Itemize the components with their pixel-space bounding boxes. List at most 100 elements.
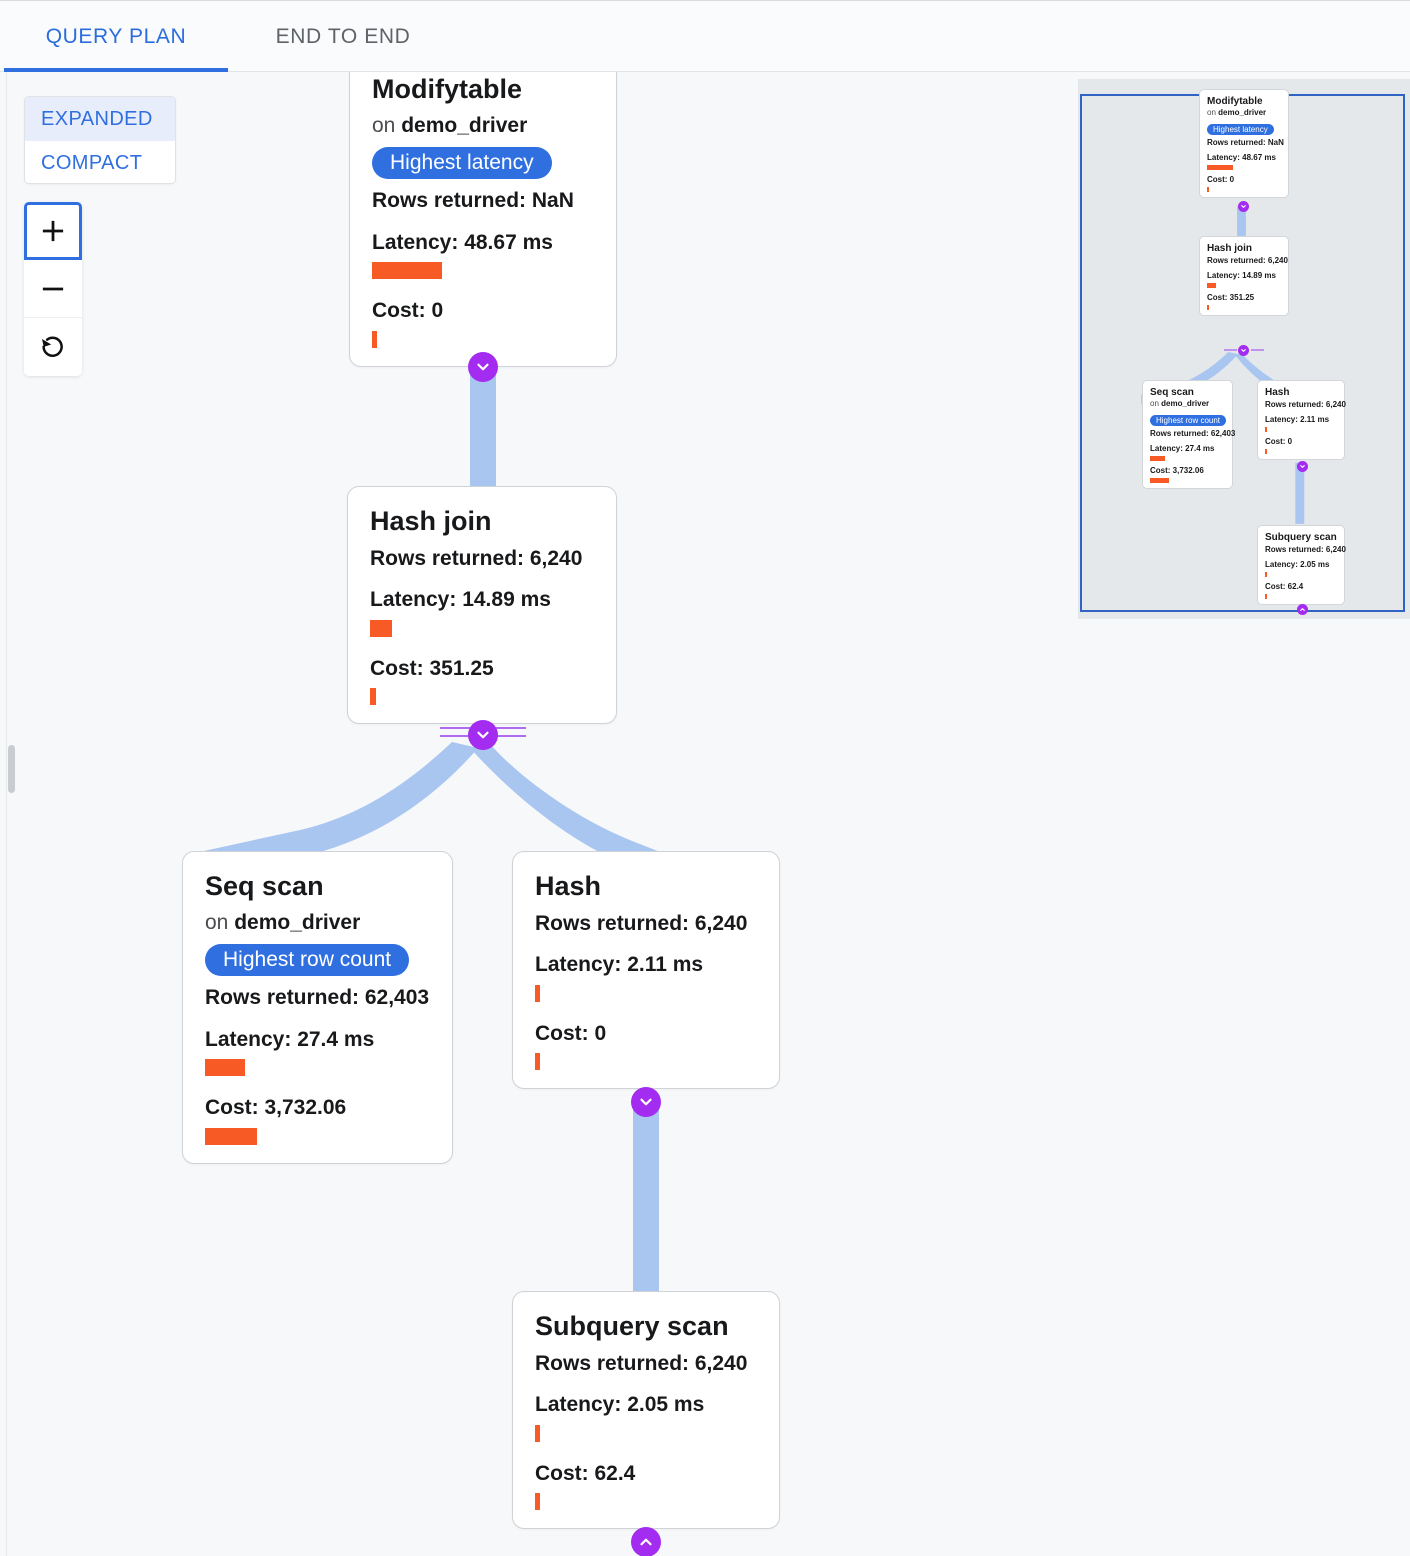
plan-node-hash-join[interactable]: Hash join Rows returned: 6,240 Latency: … [347,486,617,725]
minimap-node-title: Seq scan [1150,387,1194,398]
chevron-up-icon [640,1538,652,1546]
mode-expanded-button[interactable]: EXPANDED [25,97,175,141]
node-latency: Latency: 27.4 ms [205,1027,375,1051]
minimap-node-seq-scan[interactable]: Seq scan on demo_driver Highest row coun… [1142,380,1235,489]
node-relation-prefix: on [205,910,235,934]
plan-node-hash[interactable]: Hash Rows returned: 6,240 Latency: 2.11 … [512,851,780,1090]
chevron-up-icon [1300,608,1305,611]
latency-bar [372,262,442,280]
minimap-viewport-rect[interactable]: Modifytable on demo_driver Highest laten… [1080,89,1405,615]
minimap-relation-name: demo_driver [1218,108,1267,117]
plan-node-seq-scan[interactable]: Seq scan on demo_driver Highest row coun… [182,851,453,1164]
reset-view-button[interactable] [24,318,82,376]
minimap-latency: Latency: 27.4 ms [1150,443,1215,453]
minimap-latency-bar [1265,572,1267,577]
active-tab-indicator [4,68,228,72]
minimap-cost-bar [1265,449,1267,454]
minimap-rows: Rows returned: NaN [1207,137,1284,147]
minimap-relation-prefix: on [1150,399,1162,408]
node-latency: Latency: 48.67 ms [372,230,553,254]
node-rows-returned: Rows returned: 6,240 [370,546,583,570]
minimap-cost-bar [1150,477,1169,483]
node-rows-returned: Rows returned: NaN [372,189,574,213]
chevron-down-icon [1241,205,1246,208]
minimap-collapse-hash-join [1238,345,1249,356]
minimap-cost-bar [1207,305,1209,310]
node-title: Modifytable [372,74,523,104]
minimap-cost-bar [1265,594,1267,599]
collapse-toggle-hash-join[interactable] [468,720,498,750]
tab-bar: QUERY PLAN END TO END [0,0,1410,72]
cost-bar [370,688,376,706]
node-latency: Latency: 2.05 ms [535,1393,705,1417]
node-relation-name: demo_driver [401,113,528,137]
chevron-down-icon [1300,465,1305,468]
mode-compact-button[interactable]: COMPACT [25,141,175,183]
minimap-relation-prefix: on [1207,108,1219,117]
mini-edge-hash-subqueryscan [1295,462,1305,524]
node-title: Seq scan [205,871,324,901]
minimap-node-relation: on demo_driver [1150,399,1225,410]
minimap-badge-highest-latency: Highest latency [1207,123,1274,135]
chevron-down-icon [477,363,489,371]
tab-query-plan-label: QUERY PLAN [45,24,187,48]
minimap-node-hash-join[interactable]: Hash join Rows returned: 6,240 Latency: … [1199,236,1289,316]
cost-bar [205,1127,257,1145]
minimap-latency: Latency: 14.89 ms [1207,271,1276,280]
minimap-node-title: Hash join [1207,243,1253,254]
collapse-toggle-hash[interactable] [631,1087,661,1117]
vertical-scrollbar-thumb[interactable] [8,745,15,793]
node-relation: on demo_driver [205,908,430,938]
minus-icon [42,287,64,290]
node-title: Subquery scan [535,1311,729,1341]
latency-bar [205,1059,245,1077]
plus-icon [42,220,64,242]
collapse-toggle-subquery-scan[interactable] [631,1527,661,1556]
minimap-node-title: Hash [1265,387,1290,398]
canvas-left-divider [6,72,7,1556]
minimap-node-hash[interactable]: Hash Rows returned: 6,240 Latency: 2.11 … [1257,380,1346,460]
cost-bar [535,1493,540,1511]
minimap-latency-bar [1265,427,1267,432]
tab-query-plan[interactable]: QUERY PLAN [4,1,228,72]
minimap-latency: Latency: 2.11 ms [1265,415,1330,424]
tab-end-to-end-label: END TO END [275,24,411,48]
tab-end-to-end[interactable]: END TO END [228,1,458,72]
node-relation: on demo_driver [372,111,594,141]
minimap-node-subquery-scan[interactable]: Subquery scan Rows returned: 6,240 Laten… [1257,525,1346,605]
minimap-cost: Cost: 0 [1265,437,1293,446]
minimap-node-relation: on demo_driver [1207,108,1281,119]
minimap-cost: Cost: 0 [1207,174,1235,184]
plan-node-subquery-scan[interactable]: Subquery scan Rows returned: 6,240 Laten… [512,1291,780,1530]
chevron-down-icon [640,1098,652,1106]
node-rows-returned: Rows returned: 62,403 [205,986,430,1010]
minimap-latency-bar [1207,164,1233,170]
node-cost: Cost: 62.4 [535,1461,636,1485]
chevron-down-icon [477,731,489,739]
cost-bar [535,1053,540,1071]
zoom-in-button[interactable] [24,202,82,260]
collapse-toggle-modifytable[interactable] [468,352,498,382]
minimap-rows: Rows returned: 6,240 [1207,256,1288,265]
zoom-out-button[interactable] [24,260,82,318]
minimap-node-modifytable[interactable]: Modifytable on demo_driver Highest laten… [1199,89,1289,198]
node-relation-prefix: on [372,113,402,137]
minimap-node-title: Modifytable [1207,96,1263,107]
plan-node-modifytable[interactable]: Modifytable on demo_driver Highest laten… [349,72,617,367]
latency-bar [535,984,540,1002]
node-rows-returned: Rows returned: 6,240 [535,1351,748,1375]
zoom-controls [24,202,82,376]
node-badge-highest-row-count[interactable]: Highest row count [205,944,410,977]
node-badge-highest-latency[interactable]: Highest latency [372,147,552,180]
minimap-rows: Rows returned: 6,240 [1265,400,1346,409]
graph-canvas[interactable]: Modifytable on demo_driver Highest laten… [0,72,1410,1556]
minimap-panel[interactable]: Modifytable on demo_driver Highest laten… [1078,79,1410,619]
cost-bar [372,330,377,348]
minimap-collapse-modifytable [1238,201,1249,212]
minimap-rows: Rows returned: 6,240 [1265,545,1346,554]
minimap-cost: Cost: 351.25 [1207,293,1255,302]
display-mode-toggle: EXPANDED COMPACT [24,96,176,184]
node-title: Hash join [370,506,492,536]
node-cost: Cost: 0 [535,1021,607,1045]
